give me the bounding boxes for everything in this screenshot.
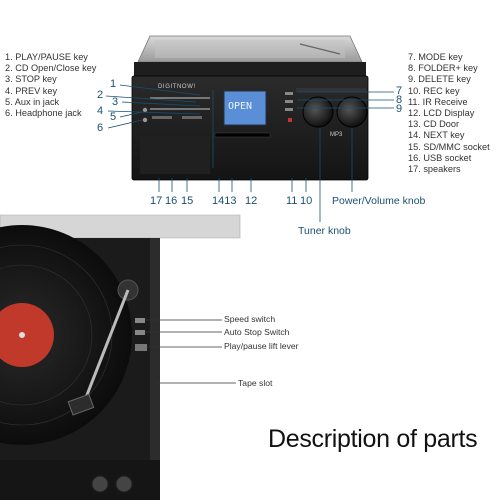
left-callout-lines: [105, 84, 214, 168]
list-item: 6. Headphone jack: [5, 107, 82, 118]
callout-number: 4: [97, 105, 104, 117]
record-label: [0, 303, 54, 367]
callout-number: 12: [245, 195, 258, 207]
callout-number: 7: [396, 85, 403, 97]
list-item: 3. STOP key: [5, 74, 57, 85]
cartridge: [67, 393, 95, 416]
turntable-closeup: [0, 214, 241, 500]
right-callout-lines: [297, 91, 394, 109]
tuner-knob-label: Tuner knob: [298, 225, 351, 237]
auto-stop-shape: [135, 330, 145, 335]
list-item: 10. REC key: [408, 85, 460, 96]
page-title: Description of parts: [268, 425, 478, 453]
list-item: 17. speakers: [408, 163, 461, 174]
callout-number: 15: [181, 195, 194, 207]
list-item: 4. PREV key: [5, 85, 58, 96]
list-item: 13. CD Door: [408, 119, 460, 130]
left-parts-list: 1. PLAY/PAUSE key 2. CD Open/Close key 3…: [5, 52, 96, 119]
list-item: 14. NEXT key: [408, 130, 465, 141]
tape-slot-label: Tape slot: [238, 378, 273, 388]
speed-switch-label: Speed switch: [224, 314, 276, 324]
lcd-display: [223, 90, 267, 126]
callout-number: 8: [396, 94, 403, 106]
right-parts-list: 7. MODE key 8. FOLDER+ key 9. DELETE key…: [408, 52, 490, 175]
callout-number: 3: [112, 96, 119, 108]
list-item: 8. FOLDER+ key: [408, 63, 478, 74]
callout-number: 1: [110, 78, 117, 90]
list-item: 7. MODE key: [408, 52, 463, 62]
tuner-knob-shape: [302, 96, 334, 128]
lift-lever-shape: [135, 344, 147, 351]
callout-number: 6: [97, 122, 104, 134]
callout-number: 16: [165, 195, 178, 207]
list-item: 11. IR Receive: [408, 96, 468, 107]
cd-slot: [214, 132, 271, 138]
auto-stop-switch-label: Auto Stop Switch: [224, 327, 290, 337]
power-volume-knob-shape: [336, 96, 368, 128]
callout-number: 10: [300, 195, 313, 207]
list-item: 9. DELETE key: [408, 74, 471, 85]
speed-switch-shape: [135, 318, 145, 323]
callout-number: 1413: [212, 195, 237, 207]
callout-number: 9: [396, 103, 403, 115]
callout-number: 2: [97, 89, 104, 101]
list-item: 2. CD Open/Close key: [5, 63, 97, 74]
callout-number: 17: [150, 195, 163, 207]
device-lid: [137, 35, 363, 63]
list-item: 16. USB socket: [408, 152, 472, 163]
list-item: 1. PLAY/PAUSE key: [5, 52, 88, 62]
bottom-callout-lines: [158, 128, 353, 222]
callout-number: 11: [286, 195, 298, 207]
lcd-text: OPEN: [228, 101, 253, 112]
mp3-label: MP3: [330, 132, 343, 138]
power-volume-knob-label: Power/Volume knob: [332, 195, 426, 207]
tonearm: [83, 289, 130, 401]
list-item: 15. SD/MMC socket: [408, 141, 490, 152]
list-item: 5. Aux in jack: [5, 96, 60, 107]
aux-jack: [142, 107, 148, 113]
headphone-jack: [142, 117, 148, 123]
brand-logo-text: DIGITNOW!: [158, 84, 196, 90]
turntable-callout-lines: [145, 319, 236, 384]
device-top-band: [134, 62, 366, 76]
vinyl-record: [0, 225, 132, 445]
callout-number: 5: [110, 111, 117, 123]
lift-lever-label: Play/pause lift lever: [224, 341, 299, 351]
ir-receiver: [288, 118, 292, 122]
list-item: 12. LCD Display: [408, 107, 475, 118]
